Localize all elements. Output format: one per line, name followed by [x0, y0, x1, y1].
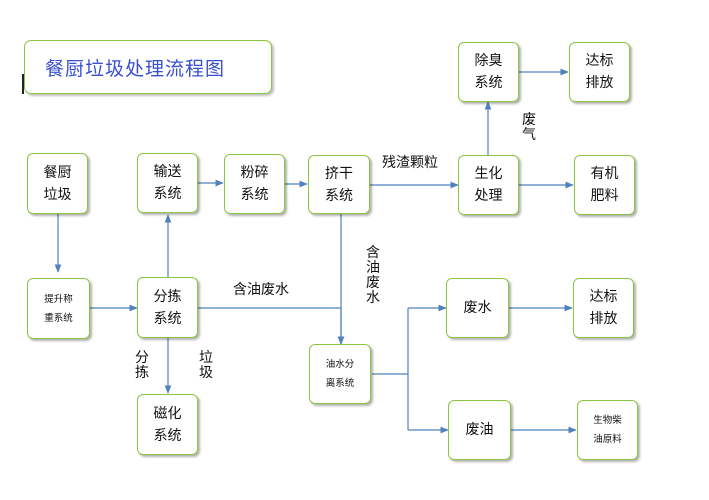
node-waste-oil: 废油: [448, 400, 511, 460]
node-emission-top: 达标 排放: [569, 42, 630, 102]
node-emission-bottom: 达标 排放: [573, 278, 634, 338]
node-crushing-system: 粉碎 系统: [224, 154, 285, 214]
node-conveying-system: 输送 系统: [137, 153, 198, 213]
node-biodiesel-feedstock: 生物柴 油原料: [577, 400, 638, 460]
node-deodorizing-system: 除臭 系统: [458, 42, 519, 102]
label-oily-wastewater-horizontal: 含油废水: [233, 282, 289, 298]
node-weighing-system: 提升称 重系统: [27, 278, 90, 339]
label-oily-wastewater-vertical: 含 油 废 水: [366, 245, 380, 306]
node-sorting-system: 分拣 系统: [137, 277, 198, 338]
label-sorting: 分 拣: [135, 350, 149, 381]
node-bio-treatment: 生化 处理: [458, 155, 519, 215]
title-marker: [22, 74, 24, 94]
diagram-title: 餐厨垃圾处理流程图: [24, 40, 272, 94]
node-oil-water-separation: 油水分 离系统: [309, 344, 371, 404]
node-magnetic-system: 磁化 系统: [137, 394, 198, 455]
arrow-sorting-to-oilsep: [198, 307, 345, 345]
node-organic-fertilizer: 有机 肥料: [574, 155, 635, 215]
node-squeezing-system: 挤干 系统: [308, 155, 370, 214]
node-kitchen-waste: 餐厨 垃圾: [27, 153, 88, 214]
label-waste-gas: 废 气: [522, 112, 536, 143]
label-garbage: 垃 圾: [199, 350, 213, 381]
node-wastewater: 废水: [446, 278, 509, 338]
label-residue-particles: 残渣颗粒: [382, 155, 438, 171]
